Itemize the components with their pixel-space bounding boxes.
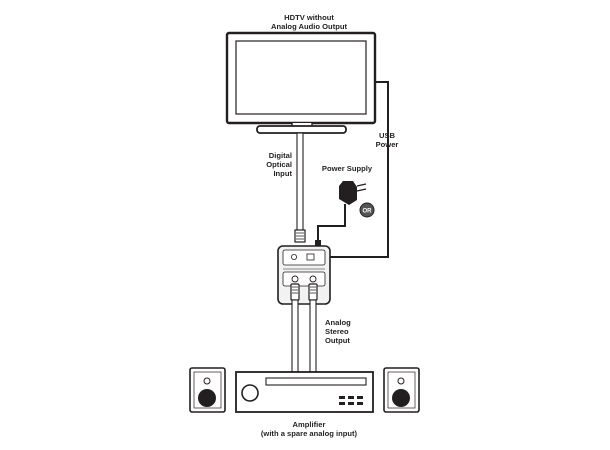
optical-label-line3: Input (273, 169, 292, 178)
tv-label-line1: HDTV without (284, 13, 334, 22)
analog-output-label-line3: Output (325, 336, 350, 345)
amplifier-label-line2: (with a spare analog input) (261, 429, 358, 438)
amplifier (235, 371, 374, 413)
speaker-right-tweeter (397, 377, 405, 385)
speaker-right (383, 367, 420, 413)
dc-plug (315, 240, 321, 247)
tv-label-line2: Analog Audio Output (271, 22, 348, 31)
power-supply-adapter (339, 181, 367, 205)
power-supply-label: Power Supply (322, 164, 373, 173)
analog-output-label-line1: Analog (325, 318, 351, 327)
amp-button-2 (348, 396, 354, 399)
usb-power-cable (327, 81, 389, 258)
amp-button-5 (348, 402, 354, 405)
rca-port-right (309, 275, 317, 283)
rca-cable-right (308, 283, 318, 373)
hdtv (225, 31, 377, 134)
speaker-left-woofer (198, 389, 216, 407)
power-supply-cable (317, 204, 346, 244)
tv-screen (235, 40, 367, 115)
amp-button-4 (339, 402, 345, 405)
volume-knob (241, 384, 259, 402)
optical-cable (294, 132, 306, 243)
amp-button-3 (357, 396, 363, 399)
audio-converter (277, 245, 331, 305)
rca-cable-left (290, 283, 300, 373)
speaker-right-woofer (392, 389, 410, 407)
amp-button-6 (357, 402, 363, 405)
or-badge-label: OR (363, 209, 373, 215)
amp-button-1 (339, 396, 345, 399)
dc-port (306, 253, 315, 261)
converter-top-panel (282, 249, 326, 266)
tv-stand (256, 125, 347, 134)
amplifier-label-line1: Amplifier (293, 420, 326, 429)
converter-bottom-panel (282, 271, 326, 287)
optical-label-line2: Optical (266, 160, 292, 169)
analog-output-label-line2: Stereo (325, 327, 349, 336)
amplifier-display (265, 377, 367, 386)
rca-port-left (291, 275, 299, 283)
speaker-left (189, 367, 226, 413)
optical-label-line1: Digital (269, 151, 292, 160)
optical-port (290, 253, 297, 260)
speaker-left-tweeter (203, 377, 211, 385)
or-badge: OR (359, 202, 375, 218)
